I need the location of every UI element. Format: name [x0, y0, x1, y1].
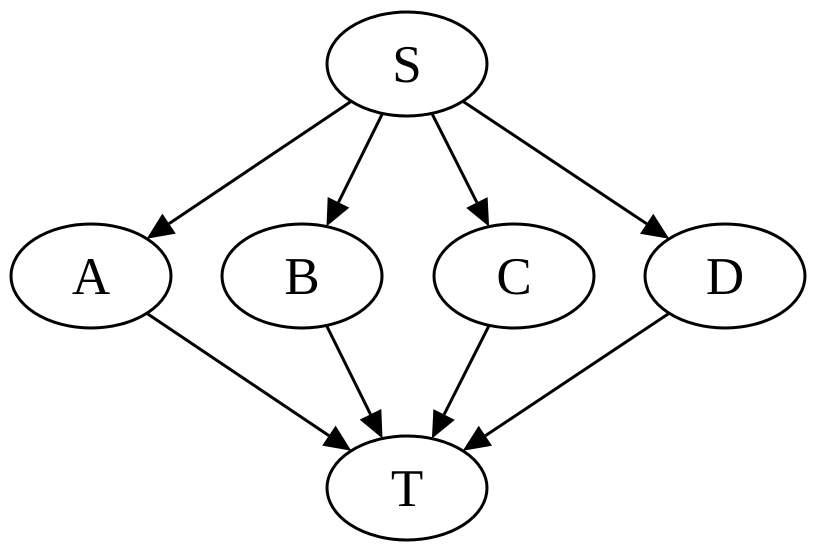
node-label-D: D	[706, 248, 744, 306]
node-label-S: S	[392, 36, 421, 94]
node-ellipse-C	[432, 222, 596, 330]
node-label-A: A	[72, 248, 110, 306]
edge-B-T	[325, 324, 372, 415]
edge-S-B	[337, 112, 384, 203]
node-label-B: B	[284, 248, 319, 306]
arrowhead-S-C	[466, 197, 490, 227]
node-ellipse-B	[220, 222, 384, 330]
arrowhead-D-T	[462, 425, 492, 451]
arrowhead-A-T	[322, 425, 352, 451]
edge-A-T	[145, 312, 330, 437]
node-ellipse-S	[325, 10, 489, 118]
edge-S-A	[168, 100, 353, 225]
arrowhead-C-T	[431, 409, 455, 439]
arrowhead-S-D	[640, 213, 670, 239]
node-ellipse-D	[643, 222, 807, 330]
node-ellipse-T	[325, 434, 489, 542]
node-label-T: T	[391, 460, 423, 518]
edge-S-D	[461, 99, 648, 226]
edge-S-C	[430, 112, 479, 204]
node-label-C: C	[496, 248, 531, 306]
arrowhead-S-B	[326, 197, 350, 227]
arrowhead-S-A	[146, 213, 176, 239]
node-ellipse-A	[9, 222, 173, 330]
arrowhead-B-T	[359, 409, 383, 439]
edge-C-T	[442, 324, 491, 416]
edge-D-T	[484, 311, 671, 438]
